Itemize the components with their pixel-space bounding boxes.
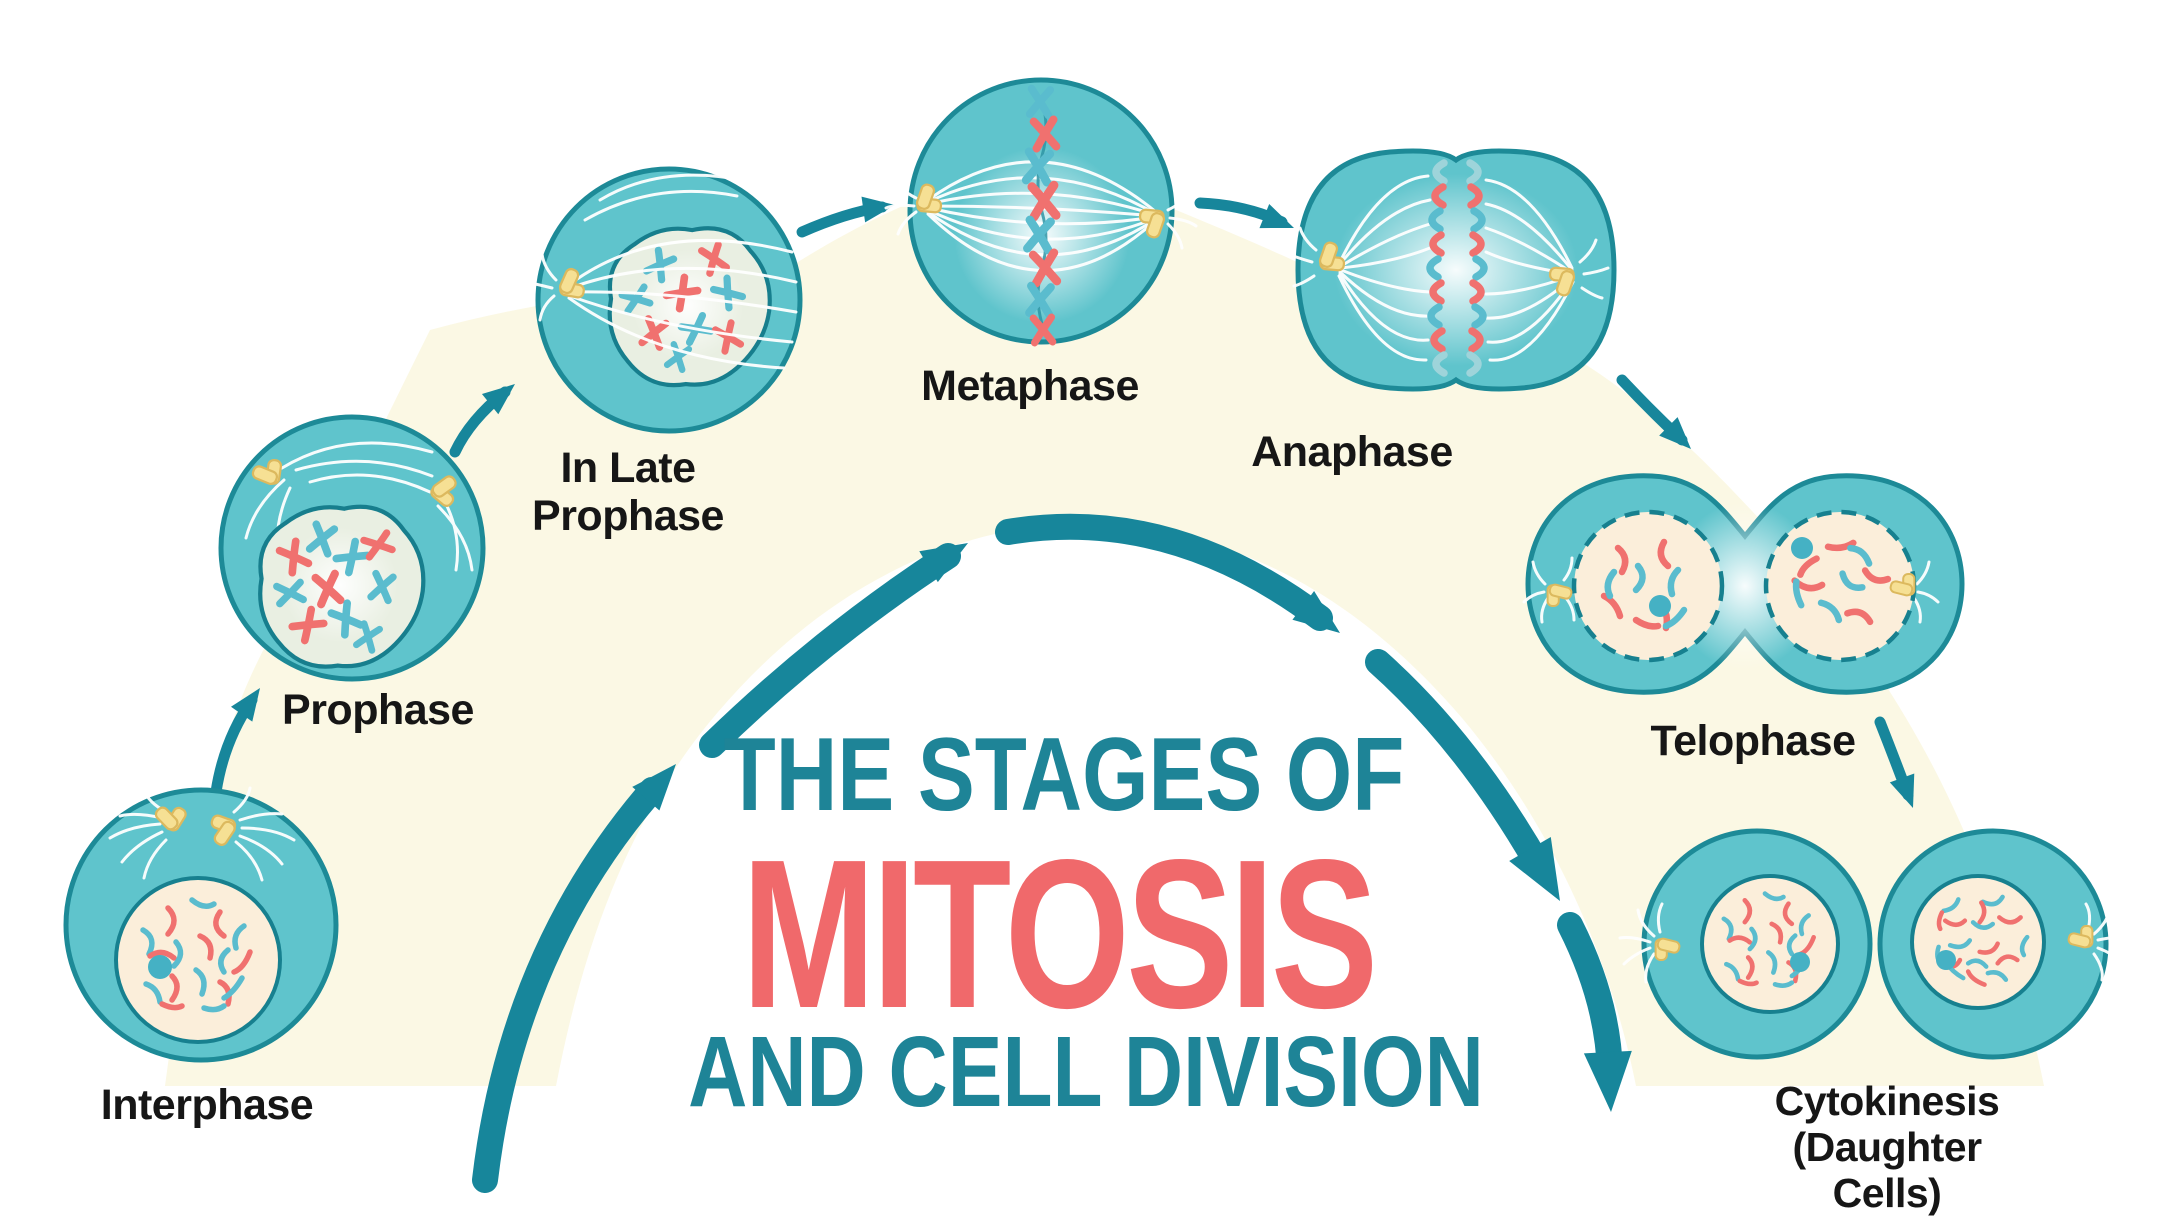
metaphase-cell-illustration (884, 77, 1198, 343)
arrow-prophase-to-late-prophase-icon (449, 373, 524, 458)
arrow-anaphase-to-telophase-icon (1616, 374, 1701, 459)
arrow-interphase-to-prophase-icon (210, 680, 271, 798)
label-late-prophase: In Late Prophase (532, 444, 724, 541)
title-line-1: THE STAGES OF (723, 717, 1405, 833)
title-line-3: AND CELL DIVISION (688, 1016, 1484, 1128)
anaphase-cell-illustration (1286, 148, 1617, 392)
label-interphase: Interphase (100, 1081, 314, 1129)
cycle-arc-arrow (472, 513, 1635, 1193)
label-cytokinesis: Cytokinesis (Daughter Cells) (1774, 1078, 2000, 1216)
cytokinesis-cells-illustration (1618, 828, 2130, 1060)
arrow-metaphase-to-anaphase-icon (1194, 197, 1299, 241)
prophase-cell-illustration (218, 414, 486, 682)
arrow-telophase-to-cytokinesis-icon (1874, 716, 1926, 813)
label-anaphase: Anaphase (1251, 428, 1453, 476)
late-prophase-cell-illustration (524, 166, 803, 434)
title-line-2: MITOSIS (741, 815, 1379, 1052)
transition-arrows (210, 192, 1926, 813)
telophase-cell-illustration (1522, 473, 1965, 695)
arrow-late-prophase-to-metaphase-icon (796, 192, 897, 238)
label-prophase: Prophase (282, 686, 474, 734)
interphase-cell-illustration (63, 786, 339, 1063)
label-telophase: Telophase (1650, 717, 1856, 765)
label-metaphase: Metaphase (921, 362, 1139, 410)
